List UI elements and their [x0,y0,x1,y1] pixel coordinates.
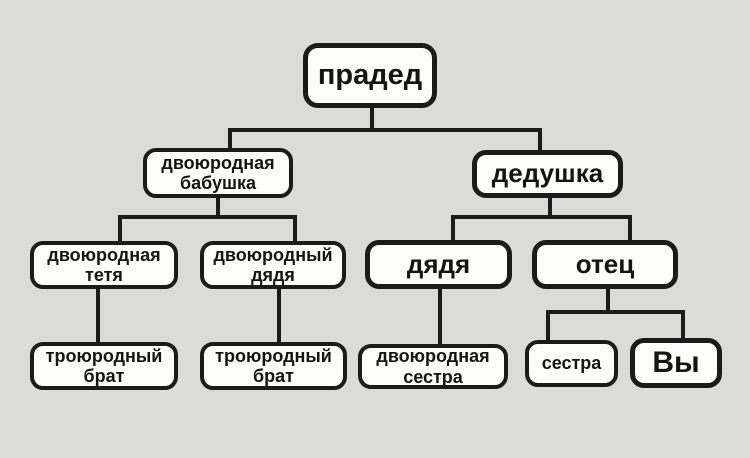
connector-grandfather-fork [451,215,632,244]
node-grandfather: дедушка [472,150,623,198]
node-label: двоюродная бабушка [161,152,275,193]
node-second-cousin-brother-1: троюродный брат [30,342,178,390]
node-father: отец [532,240,678,289]
node-sister: сестра [525,340,618,387]
node-uncle: дядя [365,240,512,289]
node-label: двоюродная сестра [376,346,490,387]
node-label: троюродный брат [45,345,163,386]
node-label: Вы [652,346,700,380]
node-label: троюродный брат [215,345,332,386]
node-label: сестра [541,353,602,374]
node-first-cousin-uncle: двоюродный дядя [200,241,346,289]
node-second-cousin-brother-2: троюродный брат [200,342,347,390]
connector-greataunt-fork [118,215,297,245]
node-label: отец [575,248,635,279]
node-label: двоюродная тетя [47,244,161,285]
node-label: дядя [406,248,471,279]
connector-greatgrandfather-fork [228,128,542,154]
node-label: прадед [317,59,423,92]
node-great-grandfather: прадед [303,43,437,108]
node-label: дедушка [491,158,604,189]
node-you: Вы [630,338,722,388]
connector-father-fork [546,310,685,344]
node-great-aunt: двоюродная бабушка [143,148,293,198]
node-first-cousin-aunt: двоюродная тетя [30,241,178,289]
node-first-cousin-sister: двоюродная сестра [358,344,508,389]
node-label: двоюродный дядя [213,244,333,285]
